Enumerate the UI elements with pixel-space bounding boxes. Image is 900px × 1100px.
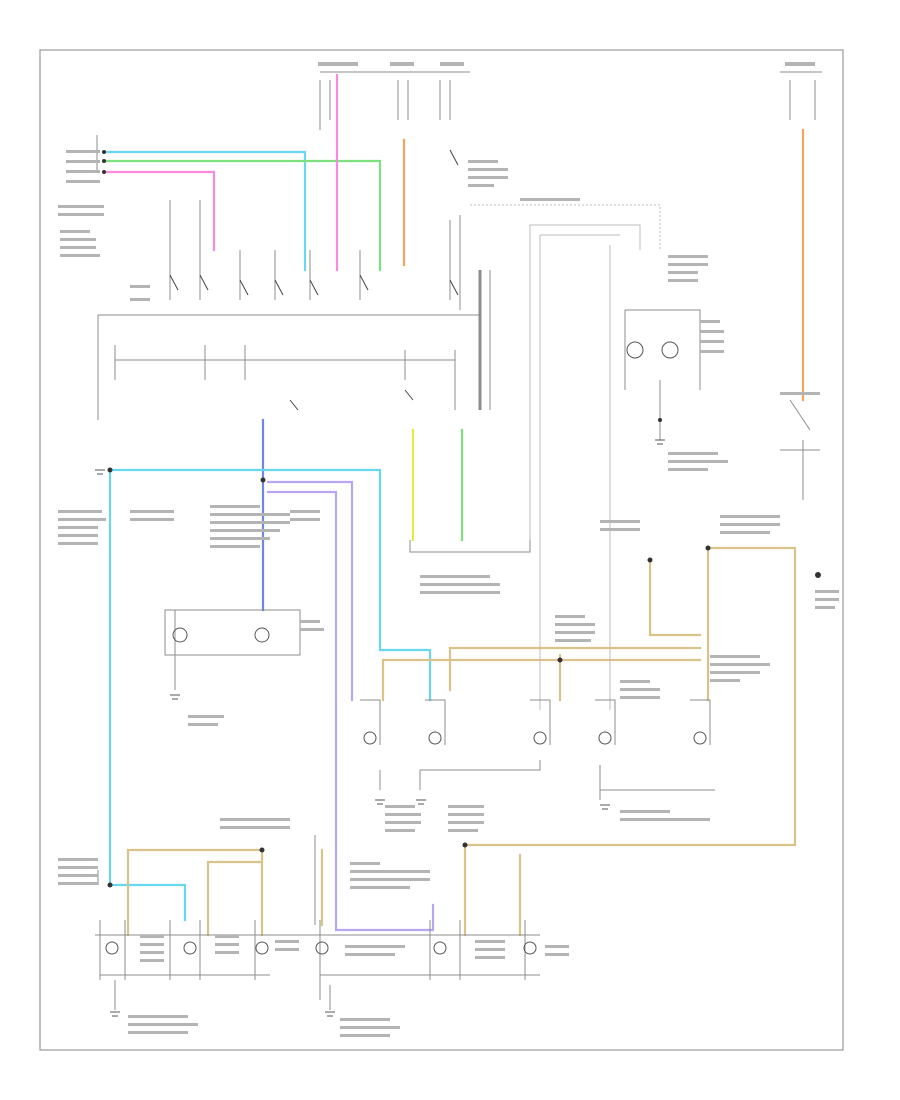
wire-lt-blue-top bbox=[102, 150, 307, 272]
wires-gray bbox=[95, 71, 822, 1010]
wire-green-top bbox=[102, 159, 382, 272]
wire-purple-a bbox=[266, 480, 354, 702]
wire-lt-blue-lower bbox=[108, 468, 432, 702]
wire-tan-right bbox=[463, 546, 797, 937]
switch-contacts bbox=[169, 149, 459, 411]
wire-purple-b bbox=[266, 490, 435, 932]
splices bbox=[102, 150, 821, 888]
wire-tan-right2 bbox=[648, 558, 702, 637]
lamps bbox=[105, 341, 707, 955]
wire-tan-left bbox=[126, 848, 264, 937]
label-blocks bbox=[58, 62, 839, 1037]
wire-tan-left2 bbox=[206, 860, 264, 937]
wires-colored bbox=[102, 73, 805, 937]
wire-pink-left bbox=[102, 170, 216, 252]
wire-lt-blue-drop bbox=[108, 468, 187, 922]
diagram-border bbox=[39, 49, 844, 1051]
grounds bbox=[95, 439, 665, 1017]
